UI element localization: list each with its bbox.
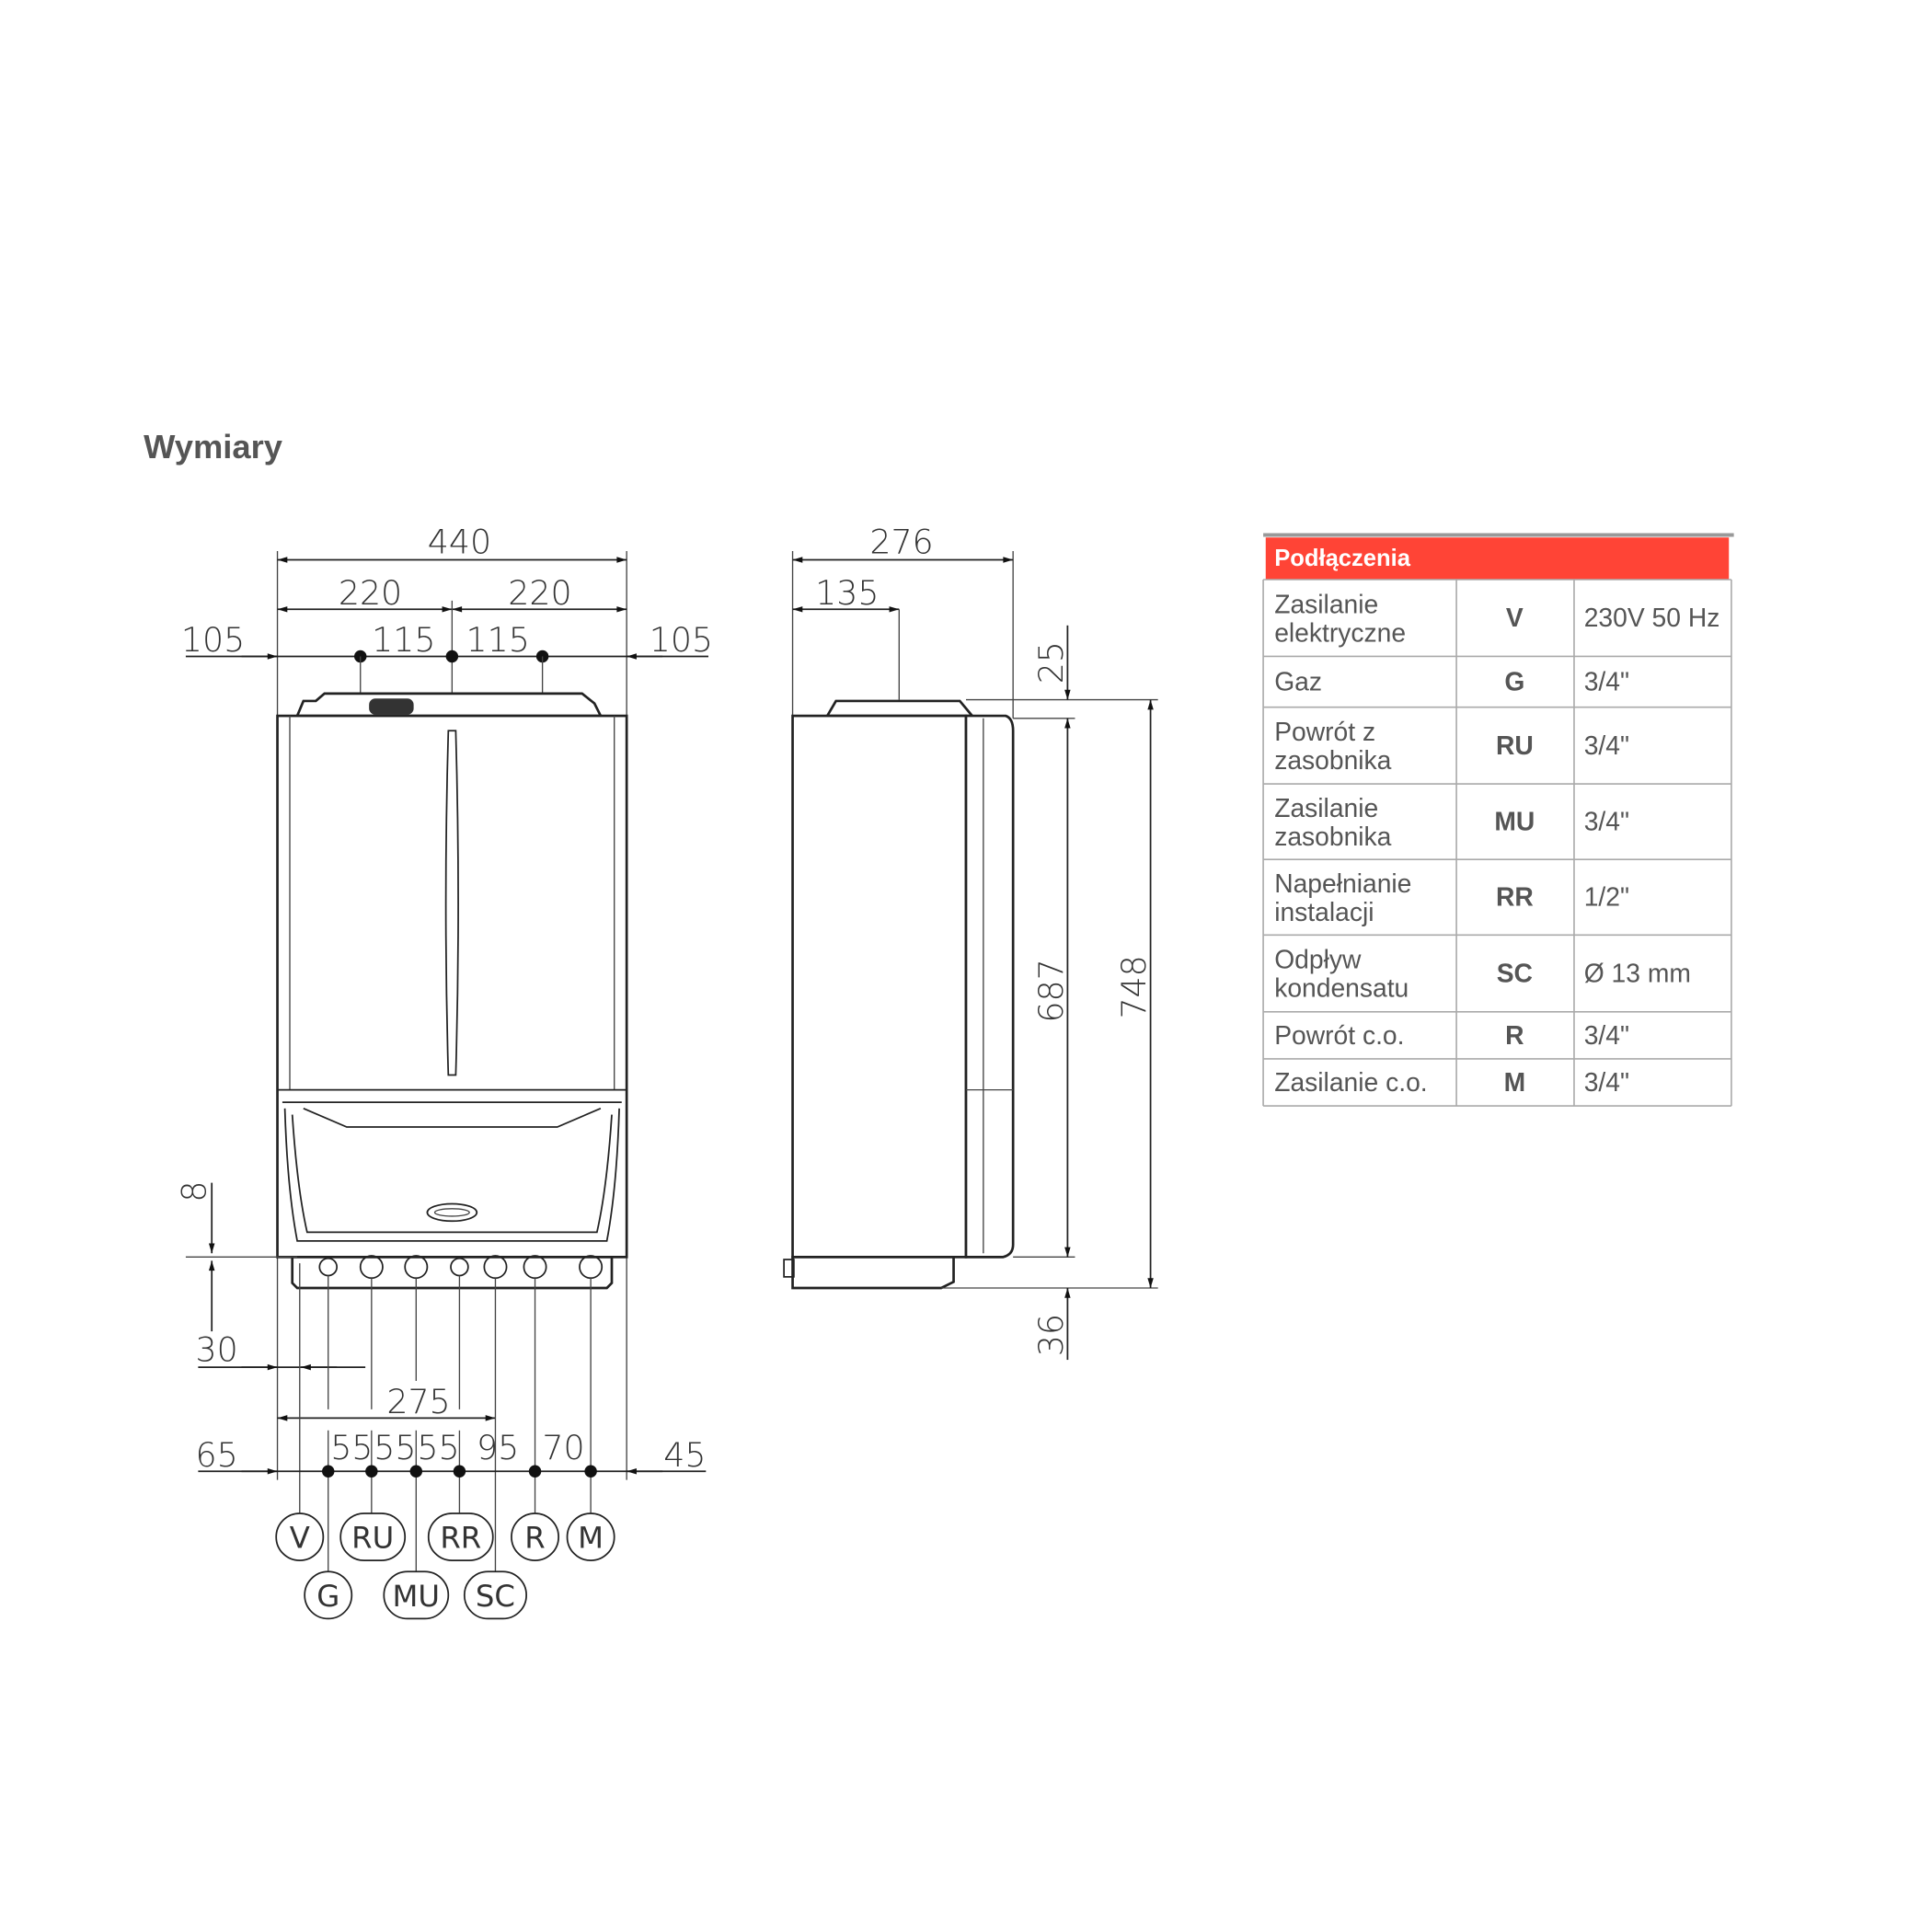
svg-text:SC: SC [476,1579,515,1614]
dim-inner-right: 115 [466,620,529,660]
table-cell-code: RR [1496,882,1534,912]
table-cell-name: Odpływ [1274,945,1362,974]
table-cell-code: V [1506,603,1524,632]
connector-label-r: R [511,1512,559,1562]
dim-gap-2: 55 [374,1428,416,1467]
table-header [1265,537,1730,580]
table-cell-name: Zasilanie c.o. [1274,1067,1427,1097]
table-cell-code: M [1504,1067,1526,1097]
front-handle [444,730,459,1076]
boiler-front [276,714,628,1259]
front-view: 440 220 220 105 115 115 105 [174,523,713,1620]
table-cell-value: 3/4" [1584,666,1629,696]
svg-text:V: V [290,1521,310,1556]
page-title: Wymiary [144,428,283,466]
table-cell-value: 1/2" [1584,882,1629,912]
dim-half-left: 220 [339,573,402,613]
dim-top-25: 25 [1031,641,1071,684]
boiler-side [791,714,968,1259]
table-cell-value: 3/4" [1584,807,1629,836]
dim-inner-left: 115 [372,620,435,660]
brand-logo [426,1202,478,1223]
table-cell-name: Gaz [1274,666,1322,696]
dim-outer-right: 105 [650,620,713,660]
table-cell-name-line2: zasobnika [1274,745,1391,775]
table-cell-name-line2: zasobnika [1274,822,1391,851]
connector-label-g: G [304,1570,353,1620]
dim-offset-30: 30 [195,1329,237,1369]
table-cell-name: Zasilanie [1274,589,1378,618]
table-cell-name: Napełnianie [1274,868,1411,898]
table-title: Podłączenia [1274,546,1411,571]
table-cell-value: 3/4" [1584,1020,1629,1050]
svg-text:RR: RR [440,1521,481,1556]
table-cell-value: 3/4" [1584,1067,1629,1097]
dim-gap-5: 70 [542,1428,584,1467]
connector-label-m: M [566,1512,615,1562]
dim-gap-1: 55 [330,1428,373,1467]
table-cell-code: G [1504,666,1524,696]
connector-label-rr: RR [427,1512,494,1562]
svg-text:RU: RU [351,1521,394,1556]
table-cell-name: Zasilanie [1274,793,1378,822]
dim-left-65: 65 [195,1435,237,1475]
table-cell-value: 230V 50 Hz [1584,603,1720,632]
connector-label-ru: RU [339,1512,407,1562]
svg-text:M: M [578,1521,604,1556]
table-cell-code: MU [1494,807,1535,836]
table-cell-name-line2: kondensatu [1274,973,1409,1003]
table-cell-name-line2: elektryczne [1274,617,1406,647]
side-bottom-plate [791,1256,955,1290]
table-cell-code: R [1505,1020,1524,1050]
table-cell-name: Powrót z [1274,717,1375,746]
table-cell-code: RU [1496,730,1534,760]
connector-label-sc: SC [463,1570,527,1620]
side-view: 276 135 25 687 748 36 [783,523,1158,1361]
dim-right-45: 45 [663,1435,706,1475]
table-cell-code: SC [1497,959,1533,988]
dim-width: 440 [428,523,491,562]
dim-offset-135: 135 [815,573,879,613]
dim-height-687: 687 [1031,959,1071,1022]
svg-text:G: G [316,1579,339,1614]
table-cell-value: 3/4" [1584,730,1629,760]
side-front-panel [964,714,1015,1259]
dim-span-275: 275 [386,1382,450,1421]
top-flue-fittings [295,692,604,718]
connector-label-mu: MU [383,1570,450,1620]
table-cell-name: Powrót c.o. [1274,1020,1404,1050]
table-cell-value: Ø 13 mm [1584,959,1691,988]
dim-half-right: 220 [508,573,571,613]
dim-outer-left: 105 [181,620,245,660]
dim-bottom-offset: 8 [174,1180,213,1202]
dim-bottom-36: 36 [1031,1314,1071,1356]
table-cell-name-line2: instalacji [1274,897,1374,926]
svg-text:R: R [524,1521,545,1556]
dim-gap-3: 55 [417,1428,459,1467]
dim-depth: 276 [869,523,933,562]
side-top-fittings [824,699,975,718]
dim-gap-4: 95 [477,1428,519,1467]
dim-height-748: 748 [1114,955,1154,1018]
connector-label-v: V [275,1512,325,1562]
svg-text:MU: MU [393,1579,441,1614]
